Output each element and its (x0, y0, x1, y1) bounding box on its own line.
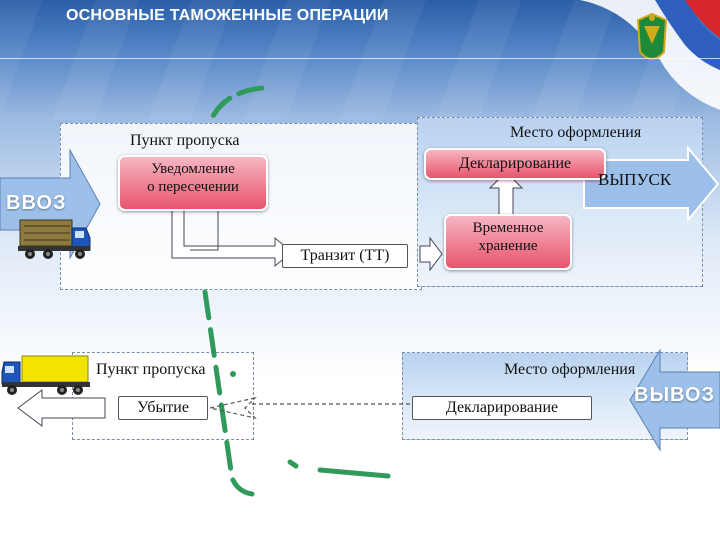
flag-emblem-icon (580, 0, 720, 110)
import-truck-icon (18, 219, 91, 259)
flow-arrow-icon (184, 209, 219, 251)
divider-line (0, 500, 720, 501)
transit-box: Транзит (ТТ) (282, 244, 408, 268)
export-arrow-icon (629, 348, 720, 452)
temporary-storage-box: Временное хранение (444, 214, 572, 270)
flow-arrow-icon (419, 236, 443, 272)
import-checkpoint-label: Пункт пропуска (130, 132, 240, 149)
customs-border-path (317, 467, 391, 479)
customs-border-path (287, 459, 299, 469)
export-declaration-box: Декларирование (412, 396, 592, 420)
coat-of-arms-icon (636, 12, 668, 60)
slide-title: ОСНОВНЫЕ ТАМОЖЕННЫЕ ОПЕРАЦИИ (66, 7, 389, 24)
customs-border-path (202, 289, 255, 497)
clearance-place-label: Место оформления (510, 124, 642, 141)
storage-line2: хранение (478, 238, 538, 254)
release-arrow-icon (583, 145, 720, 223)
flow-arrow-icon (209, 396, 257, 420)
export-clearance-place-label: Место оформления (504, 361, 636, 378)
export-checkpoint-label: Пункт пропуска (96, 361, 206, 378)
export-truck-icon (1, 355, 90, 395)
notification-line1: Уведомление (151, 161, 235, 177)
flow-arrow-icon (171, 209, 293, 268)
exit-arrow-icon (17, 389, 106, 427)
release-label: ВЫПУСК (598, 170, 672, 189)
declaration-box: Декларирование (424, 148, 606, 180)
header-stripes (0, 0, 720, 120)
divider-line (0, 58, 720, 59)
flow-arrow-icon (488, 171, 524, 219)
export-label: ВЫВОЗ (634, 384, 716, 406)
import-label: ВВОЗ (6, 192, 67, 214)
exit-box: Убытие (118, 396, 208, 420)
notification-line2: о пересечении (147, 179, 239, 195)
customs-border-path (209, 85, 265, 121)
storage-line1: Временное (472, 220, 544, 236)
notification-box: Уведомление о пересечении (118, 155, 268, 211)
